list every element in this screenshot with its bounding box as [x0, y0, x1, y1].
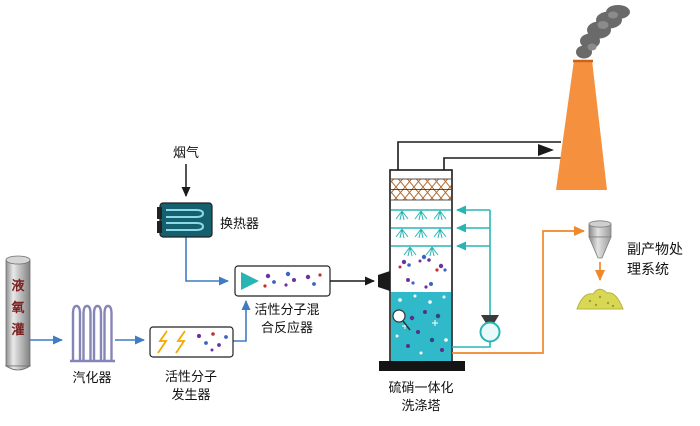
label-tower-line1: 硫硝一体化	[388, 381, 453, 396]
lox-tank-label: 液 氧 灌	[10, 278, 24, 338]
duct-flow-arrow	[538, 144, 554, 156]
label-flue-gas: 烟气	[173, 145, 199, 161]
tower-outlet-duct	[397, 141, 561, 170]
scrubber-tower	[379, 169, 465, 371]
chimney-body	[556, 60, 607, 190]
byproduct-funnel-icon	[588, 220, 612, 259]
pump-icon	[479, 315, 501, 343]
molecules-icon	[263, 271, 322, 288]
spark-icon	[157, 330, 186, 354]
label-generator-line2: 发生器	[171, 387, 210, 403]
molecules-icon	[196, 332, 228, 352]
pipe-suction	[452, 342, 491, 348]
tower-base	[379, 361, 465, 371]
label-vaporizer: 汽化器	[72, 371, 111, 386]
circulation-pipes	[452, 205, 491, 348]
label-byproduct-line2: 理系统	[627, 262, 669, 278]
labels: 烟气 换热器 汽化器 活性分子 发生器 活性分子混 合反应器 硫硝一体化 洗涤塔…	[72, 145, 683, 414]
spray-headers	[391, 209, 451, 247]
gas-molecules-icon	[398, 254, 447, 289]
level-gauge-icon	[392, 309, 411, 331]
label-reactor-line1: 活性分子混	[254, 303, 319, 318]
tower-inlet-nozzle	[378, 271, 390, 291]
vaporizer-icon	[70, 304, 115, 363]
pipe-generator-to-reactor	[233, 300, 251, 342]
label-tower-line2: 洗涤塔	[401, 399, 440, 414]
label-byproduct-line1: 副产物处	[627, 242, 683, 258]
mixing-reactor	[234, 265, 331, 297]
lox-tank-char-1: 液	[11, 278, 24, 294]
label-heat-exchanger: 换热器	[220, 217, 259, 232]
u-tubes-icon	[166, 209, 205, 231]
chimney	[556, 59, 607, 190]
oxygen-flow-pipes	[30, 237, 251, 345]
injector-cone-icon	[241, 272, 259, 290]
lox-tank-char-2: 氧	[10, 300, 24, 316]
pipe-exchanger-to-reactor	[185, 237, 229, 286]
label-generator-line1: 活性分子	[165, 370, 217, 385]
byproduct-pile-icon	[576, 288, 624, 310]
pipe-byproduct	[452, 226, 585, 354]
smoke-icon	[576, 5, 630, 59]
molecule-generator	[149, 326, 234, 358]
label-reactor-line2: 合反应器	[261, 320, 313, 336]
spray-nozzles-icon	[395, 210, 447, 257]
lox-tank-char-3: 灌	[11, 322, 24, 338]
heat-exchanger	[157, 202, 213, 238]
lox-tank: 液 氧 灌	[4, 255, 32, 371]
